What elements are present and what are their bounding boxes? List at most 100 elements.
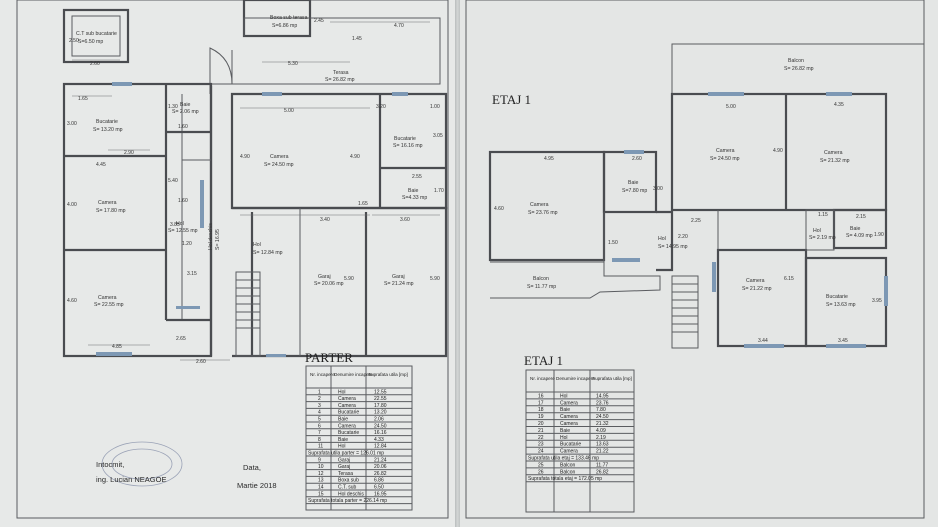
room-label: Boxa sub terasa bbox=[270, 15, 308, 21]
dim-label: 5.40 bbox=[168, 178, 178, 184]
dim-label: 3.45 bbox=[838, 338, 848, 344]
table-cell-area: 7.80 bbox=[596, 407, 606, 413]
table-cell-area: 4.33 bbox=[374, 437, 384, 443]
dim-label: 3.60 bbox=[400, 217, 410, 223]
table-cell-name: Terasa bbox=[338, 471, 353, 477]
room-label: Baie bbox=[850, 226, 860, 232]
dim-label: 3.00 bbox=[67, 121, 77, 127]
dim-label: 3.95 bbox=[872, 298, 882, 304]
table-cell-name: Camera bbox=[560, 449, 578, 455]
date-label: Data, bbox=[243, 463, 261, 472]
dim-label: 1.60 bbox=[178, 124, 188, 130]
dim-label: 1.90 bbox=[874, 232, 884, 238]
room-area: S= 21.22 mp bbox=[742, 286, 772, 292]
dim-label: 4.90 bbox=[773, 148, 783, 154]
table-cell-nr: 9 bbox=[318, 457, 321, 463]
table-cell-area: 6.50 bbox=[374, 485, 384, 491]
dim-label: 6.15 bbox=[784, 276, 794, 282]
dim-label: 2.55 bbox=[412, 174, 422, 180]
room-area: S=4.33 mp bbox=[402, 195, 427, 201]
dim-label: 1.20 bbox=[182, 241, 192, 247]
room-area: S= 24.50 mp bbox=[710, 156, 740, 162]
table-cell-nr: 21 bbox=[538, 428, 544, 434]
dim-label: 2.60 bbox=[632, 156, 642, 162]
table-cell-name: Baie bbox=[560, 428, 570, 434]
table-cell-nr: 19 bbox=[538, 414, 544, 420]
etaj-title: ETAJ 1 bbox=[492, 92, 531, 107]
dim-label: 4.90 bbox=[240, 154, 250, 160]
signature-name: ing. Lucian NEAGOE bbox=[96, 475, 166, 484]
table-cell-area: 17.80 bbox=[374, 403, 387, 409]
room-label: Balcon bbox=[788, 58, 804, 64]
room-area: S=6.86 mp bbox=[272, 23, 297, 29]
table-cell-name: Boxa sub bbox=[338, 478, 359, 484]
table-cell-area: 12.55 bbox=[374, 389, 387, 395]
dim-label: 4.45 bbox=[96, 162, 106, 168]
room-area: S= 21.32 mp bbox=[820, 158, 850, 164]
dim-label: 5.90 bbox=[430, 276, 440, 282]
dim-label: 2.90 bbox=[124, 150, 134, 156]
table-header: Suprafata utila [mp] bbox=[368, 372, 408, 377]
table-cell-area: 14.95 bbox=[596, 393, 609, 399]
dim-label: 3.44 bbox=[758, 338, 768, 344]
table-cell-nr: 4 bbox=[318, 410, 321, 416]
dim-label: 5.30 bbox=[288, 61, 298, 67]
room-area: S= 24.50 mp bbox=[264, 162, 294, 168]
table-cell-area: 2.19 bbox=[596, 435, 606, 441]
room-area: S= 14.95 mp bbox=[658, 244, 688, 250]
dim-label: 1.45 bbox=[352, 36, 362, 42]
table-cell-name: Camera bbox=[560, 414, 578, 420]
parter-title: PARTER bbox=[305, 350, 353, 365]
dim-label: 4.70 bbox=[394, 23, 404, 29]
table-cell-area: 6.86 bbox=[374, 478, 384, 484]
table-cell-name: Bucatarie bbox=[338, 430, 359, 436]
room-area: S= 22.55 mp bbox=[94, 302, 124, 308]
dim-label: 1.65 bbox=[358, 201, 368, 207]
table-cell-nr: 11 bbox=[318, 444, 323, 450]
dim-label: 2.65 bbox=[176, 336, 186, 342]
room-label: Camera bbox=[530, 202, 549, 208]
table-cell-nr: 25 bbox=[538, 462, 544, 468]
table-cell-nr: 5 bbox=[318, 417, 321, 423]
room-area: S= 26.82 mp bbox=[784, 66, 814, 72]
table-cell-area: 24.50 bbox=[596, 414, 609, 420]
table-cell-nr: 8 bbox=[318, 437, 321, 443]
table-cell-area: 13.20 bbox=[374, 410, 387, 416]
table-cell-area: 26.82 bbox=[596, 469, 609, 475]
dim-label: 3.40 bbox=[320, 217, 330, 223]
table-cell-area: 16.95 bbox=[374, 491, 387, 497]
dim-label: 3.15 bbox=[187, 271, 197, 277]
table-cell-nr: 14 bbox=[318, 485, 324, 491]
room-label: Hol deschis bbox=[208, 223, 214, 250]
room-label: C.T sub bucatarie bbox=[76, 31, 117, 37]
room-area: S= 4.09 mp bbox=[846, 233, 873, 239]
room-label: Baie bbox=[180, 102, 190, 108]
room-label: Hol bbox=[253, 242, 261, 248]
table-cell-name: Garaj bbox=[338, 457, 350, 463]
dim-label: 4.35 bbox=[834, 102, 844, 108]
room-area: S= 16.95 bbox=[215, 229, 221, 250]
table-cell-name: Bucatarie bbox=[560, 442, 581, 448]
table-cell-nr: 17 bbox=[538, 400, 544, 406]
dim-label: 1.65 bbox=[78, 96, 88, 102]
dim-label: 2.60 bbox=[196, 359, 206, 365]
table-subtotal: Suprafata utila parter = 126.01 mp bbox=[308, 451, 384, 457]
table-cell-nr: 1 bbox=[318, 389, 321, 395]
table-cell-name: Bucatarie bbox=[338, 410, 359, 416]
dim-label: 1.70 bbox=[434, 188, 444, 194]
table-cell-nr: 18 bbox=[538, 407, 544, 413]
table-cell-area: 11.77 bbox=[596, 462, 608, 468]
room-area: S= 12.55 mp bbox=[168, 228, 198, 234]
room-label: Garaj bbox=[318, 274, 331, 280]
table-header: Nr. incapere bbox=[530, 376, 555, 381]
table-cell-area: 21.22 bbox=[596, 449, 609, 455]
table-cell-area: 16.16 bbox=[374, 430, 387, 436]
room-area: S= 16.16 mp bbox=[393, 143, 423, 149]
dim-label: 5.00 bbox=[726, 104, 736, 110]
room-label: Camera bbox=[270, 154, 289, 160]
dim-label: 1.30 bbox=[168, 104, 178, 110]
room-label: Hol bbox=[176, 221, 184, 227]
dim-label: 5.90 bbox=[344, 276, 354, 282]
table-header: Nr. incapere bbox=[310, 372, 335, 377]
